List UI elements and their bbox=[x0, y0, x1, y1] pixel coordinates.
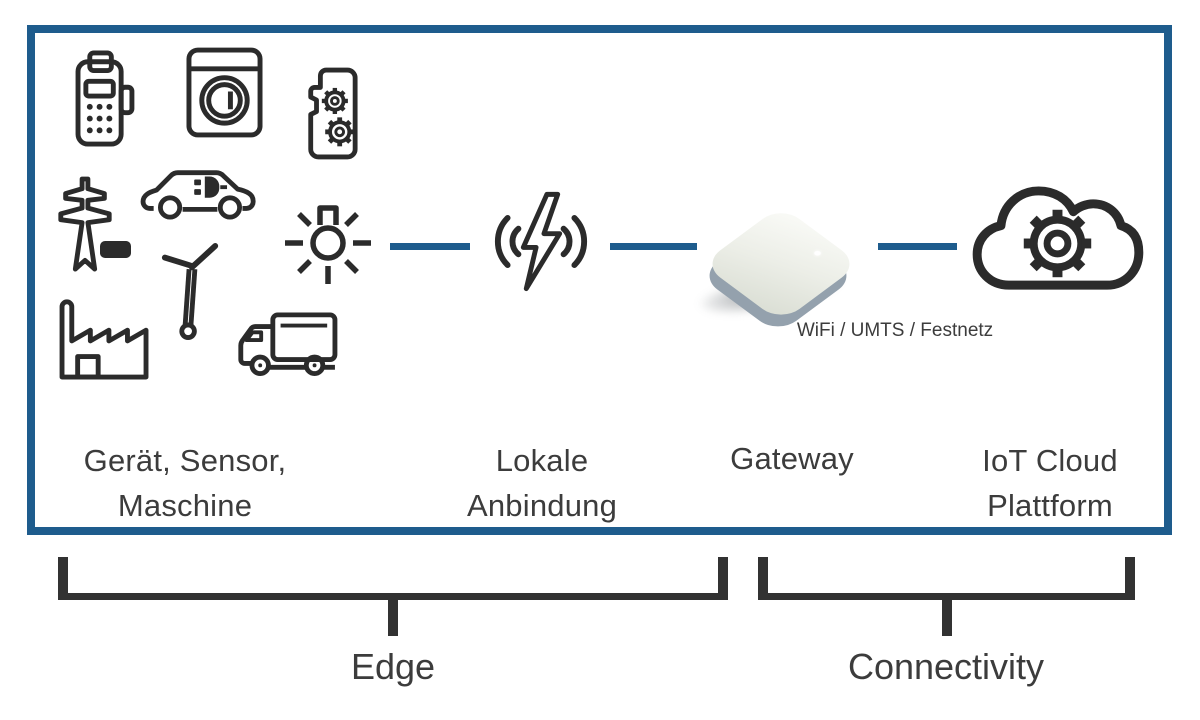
gateway-device bbox=[692, 184, 872, 336]
connector-local-to-gateway bbox=[610, 243, 697, 250]
power-pylon-icon bbox=[58, 176, 112, 272]
washing-machine-icon bbox=[186, 47, 263, 138]
gateway-link-label: WiFi / UMTS / Festnetz bbox=[796, 320, 994, 341]
electric-car-icon bbox=[140, 170, 256, 220]
stage-label-devices-line1: Gerät, Sensor, bbox=[83, 443, 287, 478]
edge-bracket-left-tick bbox=[58, 557, 68, 600]
wireless-power-link-icon bbox=[495, 191, 587, 292]
connectivity-bracket bbox=[758, 557, 1135, 637]
gateway-led bbox=[814, 250, 821, 256]
wind-turbine-icon bbox=[161, 243, 219, 341]
connectivity-bracket-right-tick bbox=[1125, 557, 1135, 600]
edge-bracket bbox=[58, 557, 728, 637]
connector-devices-to-local bbox=[390, 243, 470, 250]
battery-module-icon bbox=[100, 241, 131, 258]
smartphone-gears-icon bbox=[308, 67, 358, 160]
payment-terminal-icon bbox=[75, 50, 135, 147]
stage-label-cloud-line2: Plattform bbox=[987, 488, 1113, 523]
stage-label-gateway-line1: Gateway bbox=[730, 441, 854, 476]
stage-label-local-line1: Lokale bbox=[495, 443, 589, 478]
stage-label-cloud: IoT Cloud Plattform bbox=[920, 438, 1180, 528]
truck-icon bbox=[238, 312, 338, 377]
gateway-device-body bbox=[692, 202, 872, 335]
connector-gateway-to-cloud bbox=[878, 243, 957, 250]
connectivity-group-label: Connectivity bbox=[847, 646, 1045, 687]
edge-bracket-right-tick bbox=[718, 557, 728, 600]
stage-label-devices: Gerät, Sensor, Maschine bbox=[55, 438, 315, 528]
connectivity-bracket-left-tick bbox=[758, 557, 768, 600]
stage-label-local: Lokale Anbindung bbox=[412, 438, 672, 528]
edge-group-label: Edge bbox=[350, 646, 436, 687]
edge-boundary-box bbox=[27, 25, 1172, 535]
factory-icon bbox=[59, 299, 149, 380]
stage-label-gateway: Gateway bbox=[662, 436, 922, 481]
edge-bracket-stem bbox=[388, 593, 398, 636]
smart-light-icon bbox=[285, 205, 371, 284]
connectivity-bracket-stem bbox=[941, 593, 952, 636]
iot-cloud-gear-icon bbox=[972, 186, 1144, 290]
stage-label-cloud-line1: IoT Cloud bbox=[982, 443, 1118, 478]
stage-label-local-line2: Anbindung bbox=[466, 488, 618, 523]
stage-label-devices-line2: Maschine bbox=[117, 488, 253, 523]
